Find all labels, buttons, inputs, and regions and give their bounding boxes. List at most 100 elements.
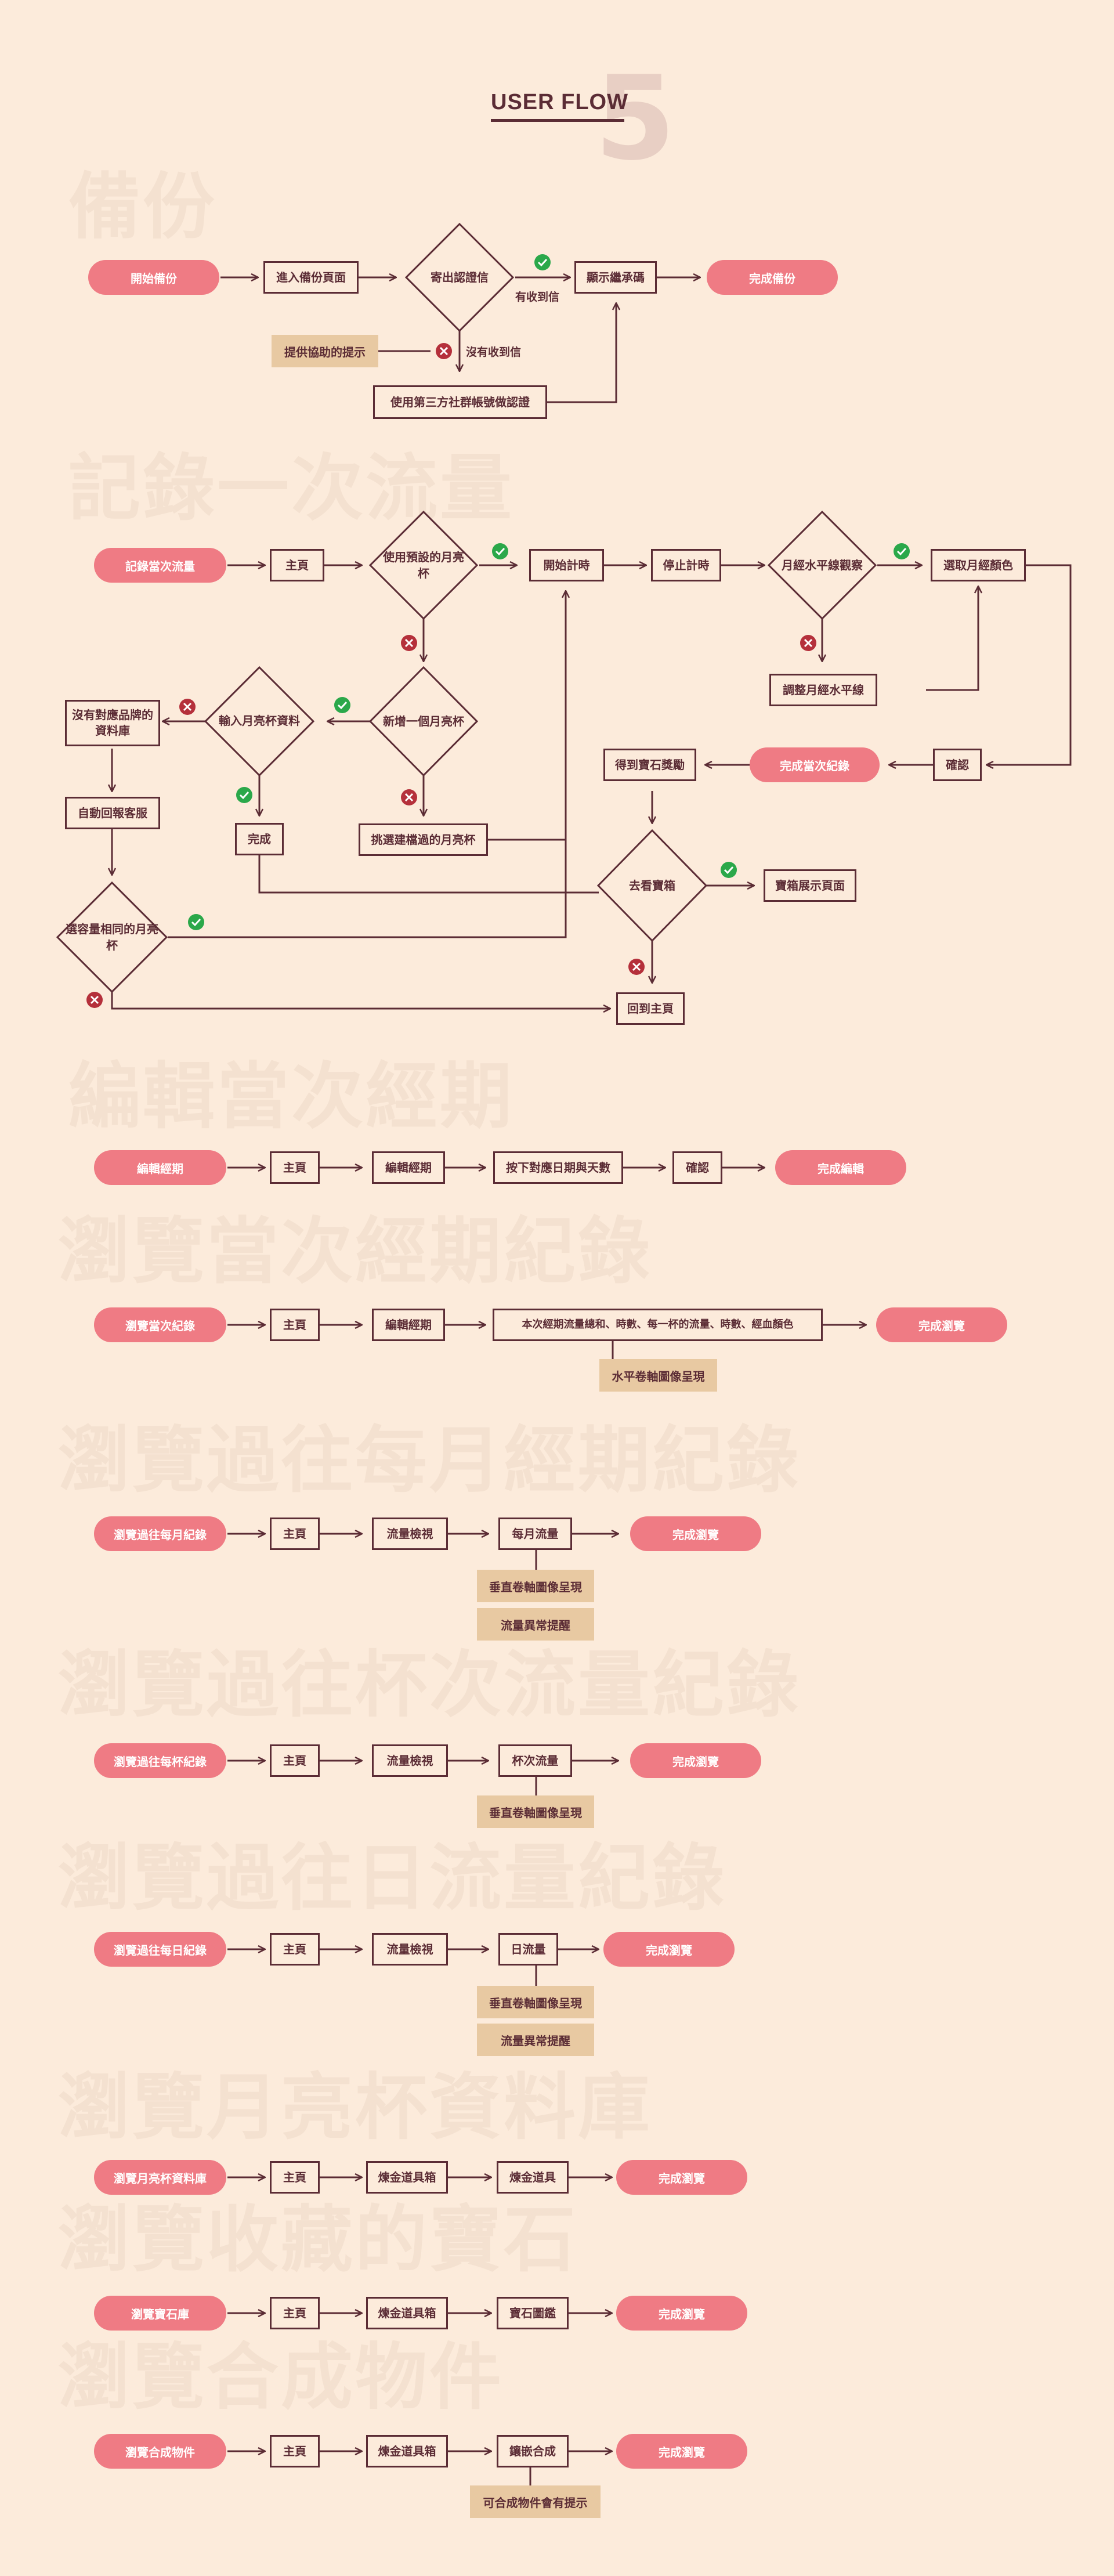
diamond-send-mail — [404, 222, 515, 333]
backup-got-mail-label: 有收到信 — [515, 291, 560, 304]
section-title-edit: 編輯當次經期 — [68, 1055, 515, 1139]
check-icons — [188, 254, 910, 930]
diamond-level-observe — [767, 510, 877, 620]
browse-cup-review: 流量檢視 — [372, 1744, 448, 1777]
browse-current-edit-period: 編輯經期 — [372, 1309, 445, 1341]
browse-cup-note-1: 垂直卷軸圖像呈現 — [477, 1795, 594, 1828]
record-done: 完成當次紀錄 — [750, 747, 880, 782]
browse-db-start: 瀏覽月亮杯資料庫 — [94, 2160, 226, 2195]
record-enter-cup: 輸入月亮杯資料 — [219, 714, 300, 728]
record-stop-timer: 停止計時 — [651, 549, 721, 581]
browse-db-done: 完成瀏覽 — [616, 2160, 747, 2195]
record-box-page: 寶箱展示頁面 — [764, 869, 856, 902]
browse-day-note-1: 垂直卷軸圖像呈現 — [477, 1986, 594, 2018]
browse-month-note-2: 流量異常提醒 — [477, 1608, 594, 1641]
check-icon — [334, 697, 350, 713]
browse-current-summary: 本次經期流量總和、時數、每一杯的流量、時數、經血顏色 — [493, 1309, 823, 1341]
browse-current-done: 完成瀏覽 — [876, 1307, 1007, 1342]
title-underline — [491, 119, 624, 122]
record-pick-same: 選容量相同的月亮杯 — [66, 922, 158, 952]
browse-current-start: 瀏覽當次紀錄 — [94, 1307, 226, 1342]
browse-craft-done: 完成瀏覽 — [616, 2434, 747, 2469]
browse-craft-toolbox: 煉金道具箱 — [366, 2435, 448, 2467]
record-home: 主頁 — [270, 549, 324, 581]
record-no-brand: 沒有對應品牌的資料庫 — [65, 700, 160, 746]
check-icon — [188, 914, 204, 930]
browse-db-item: 煉金道具 — [497, 2161, 569, 2194]
record-see-box: 去看寶箱 — [629, 879, 675, 893]
record-new-cup: 新增一個月亮杯 — [383, 714, 464, 728]
browse-cup-start: 瀏覽過往每杯紀錄 — [94, 1743, 226, 1778]
section-title-record: 記錄一次流量 — [68, 447, 515, 530]
section-title-backup: 備份 — [68, 165, 218, 249]
browse-day-start: 瀏覽過往每日紀錄 — [94, 1932, 226, 1967]
diamond-new-cup — [368, 666, 479, 777]
record-pick-built: 挑選建檔過的月亮杯 — [359, 823, 488, 856]
backup-enter-page: 進入備份頁面 — [263, 261, 359, 294]
cross-icon — [800, 635, 816, 651]
backup-show-code: 顯示繼承碼 — [574, 261, 657, 294]
browse-day-flow: 日流量 — [498, 1933, 558, 1966]
browse-current-home: 主頁 — [270, 1309, 320, 1341]
browse-month-flow: 每月流量 — [498, 1518, 572, 1550]
browse-day-home: 主頁 — [270, 1933, 320, 1966]
browse-month-start: 瀏覽過往每月紀錄 — [94, 1516, 226, 1551]
backup-start: 開始備份 — [88, 260, 219, 295]
record-complete: 完成 — [235, 823, 284, 855]
browse-db-toolbox: 煉金道具箱 — [366, 2161, 448, 2194]
page-title: USER FLOW — [491, 90, 628, 114]
browse-day-review: 流量檢視 — [372, 1933, 448, 1966]
backup-help-tip: 提供協助的提示 — [272, 335, 378, 367]
record-back-home: 回到主頁 — [616, 992, 685, 1025]
record-auto-reply: 自動回報客服 — [65, 797, 160, 829]
browse-month-home: 主頁 — [270, 1518, 320, 1550]
browse-gem-done: 完成瀏覽 — [616, 2296, 747, 2331]
record-start-timer: 開始計時 — [529, 549, 604, 581]
cross-icon — [436, 343, 452, 359]
browse-day-note-2: 流量異常提醒 — [477, 2024, 594, 2056]
section-title-browse-cup: 瀏覽過往杯次流量紀錄 — [58, 1643, 801, 1727]
check-icon — [721, 862, 737, 878]
section-title-browse-current: 瀏覽當次經期紀錄 — [58, 1210, 653, 1294]
check-icon — [492, 543, 508, 559]
cross-icon — [179, 699, 196, 715]
browse-cup-home: 主頁 — [270, 1744, 320, 1777]
record-adjust-level: 調整月經水平線 — [769, 674, 877, 706]
browse-gem-toolbox: 煉金道具箱 — [366, 2297, 448, 2329]
browse-craft-home: 主頁 — [270, 2435, 320, 2467]
record-confirm: 確認 — [933, 749, 982, 781]
check-icon — [236, 787, 252, 803]
backup-done: 完成備份 — [707, 260, 838, 295]
browse-cup-flow: 杯次流量 — [498, 1744, 572, 1777]
browse-month-review: 流量檢視 — [372, 1518, 448, 1550]
section-title-browse-month: 瀏覽過往每月經期紀錄 — [58, 1419, 801, 1502]
browse-gem-home: 主頁 — [270, 2297, 320, 2329]
cross-icons — [86, 343, 816, 1008]
check-icon — [894, 543, 910, 559]
section-title-browse-day: 瀏覽過往日流量紀錄 — [58, 1837, 727, 1920]
check-icon — [534, 254, 551, 270]
browse-gem-start: 瀏覽寶石庫 — [94, 2296, 226, 2331]
browse-gem-item: 寶石圖鑑 — [497, 2297, 569, 2329]
record-level-observe: 月經水平線觀察 — [782, 558, 863, 572]
browse-craft-note-1: 可合成物件會有提示 — [470, 2485, 601, 2518]
section-title-browse-db: 瀏覽月亮杯資料庫 — [58, 2066, 653, 2149]
backup-send-mail: 寄出認證信 — [431, 270, 489, 284]
backup-no-mail-label: 沒有收到信 — [466, 346, 522, 359]
browse-month-done: 完成瀏覽 — [630, 1516, 761, 1551]
browse-cup-done: 完成瀏覽 — [630, 1743, 761, 1778]
cross-icon — [401, 789, 417, 805]
edit-pick-date: 按下對應日期與天數 — [493, 1151, 623, 1184]
cross-icon — [401, 635, 417, 651]
diamond-see-box — [596, 829, 708, 942]
record-use-default: 使用預設的月亮杯 — [383, 550, 464, 580]
browse-day-done: 完成瀏覽 — [603, 1932, 735, 1967]
record-pick-color: 選取月經顏色 — [931, 549, 1026, 581]
diamond-enter-cup — [204, 666, 315, 777]
diamond-pick-same — [56, 881, 168, 993]
header-number: 5 — [595, 51, 676, 186]
diamond-use-default — [368, 510, 479, 620]
cross-icon — [86, 992, 103, 1008]
section-title-browse-gem: 瀏覽收藏的寶石 — [58, 2198, 578, 2282]
